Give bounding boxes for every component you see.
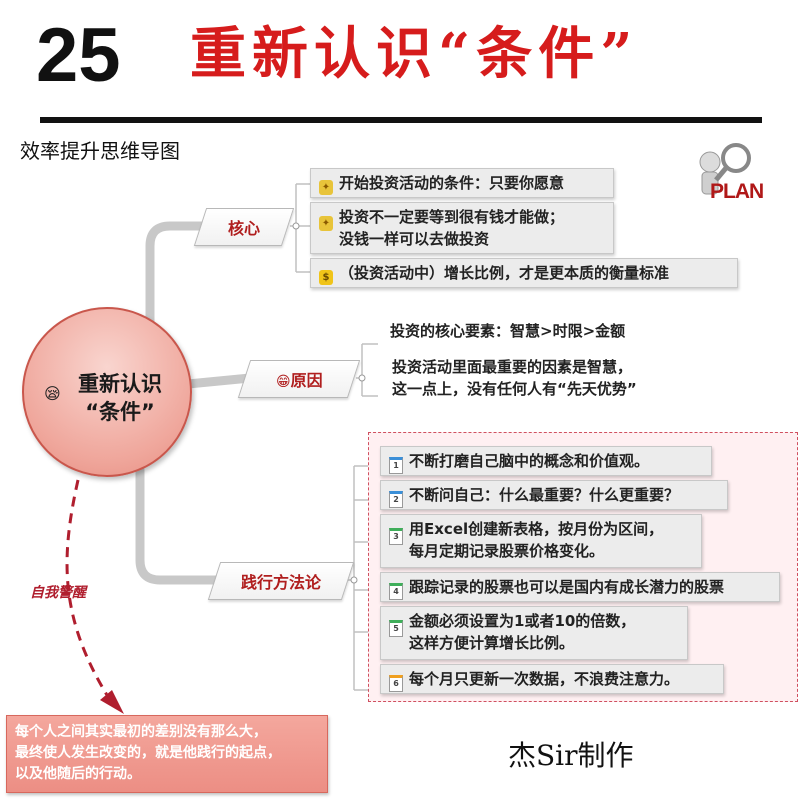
calendar-icon: 6	[389, 675, 403, 692]
central-node[interactable]	[22, 307, 192, 477]
method-item-3[interactable]: 3 用Excel创建新表格，按月份为区间， 每月定期记录股票价格变化。	[380, 514, 702, 568]
medal-icon: ✦	[319, 216, 333, 231]
branch-core[interactable]: 核心	[193, 208, 295, 246]
emoji-face-icon: 😪	[44, 384, 61, 403]
plan-logo: PLAN	[688, 140, 780, 214]
magnifier-person-icon	[699, 143, 751, 195]
method-item-5[interactable]: 5 金额必须设置为1或者10的倍数， 这样方便计算增长比例。	[380, 606, 688, 660]
branch-method[interactable]: 践行方法论	[207, 562, 355, 600]
calendar-icon: 4	[389, 583, 403, 600]
title-number: 25	[36, 13, 121, 98]
maker-credit: 杰Sir制作	[508, 739, 634, 772]
calendar-icon: 3	[389, 528, 403, 545]
core-item-1[interactable]: ✦开始投资活动的条件：只要你愿意	[310, 168, 614, 198]
core-item-3[interactable]: $（投资活动中）增长比例，才是更本质的衡量标准	[310, 258, 738, 288]
branch-reason[interactable]: 😁原因	[237, 360, 361, 398]
self-warning-label: 自我警醒	[30, 585, 86, 601]
smiley-icon: 😁	[275, 374, 291, 390]
reason-item-1[interactable]: 投资的核心要素：智慧>时限>金额	[390, 322, 626, 340]
calendar-icon: 1	[389, 457, 403, 474]
page-subtitle: 效率提升思维导图	[20, 139, 180, 163]
dollar-icon: $	[319, 270, 333, 285]
self-warning-note[interactable]: 每个人之间其实最初的差别没有那么大， 最终使人发生改变的，就是他践行的起点， 以…	[6, 715, 328, 793]
calendar-icon: 2	[389, 491, 403, 508]
page-title: 重新认识“条件”	[190, 21, 639, 87]
plan-logo-text: PLAN	[710, 180, 764, 203]
calendar-icon: 5	[389, 620, 403, 637]
reason-item-2[interactable]: 投资活动里面最重要的因素是智慧， 这一点上，没有任何人有“先天优势”	[392, 358, 637, 398]
core-item-2[interactable]: ✦ 投资不一定要等到很有钱才能做； 没钱一样可以去做投资	[310, 202, 614, 254]
title-divider	[40, 117, 762, 123]
central-node-label: 重新认识 “条件”	[78, 372, 162, 424]
medal-icon: ✦	[319, 180, 333, 195]
